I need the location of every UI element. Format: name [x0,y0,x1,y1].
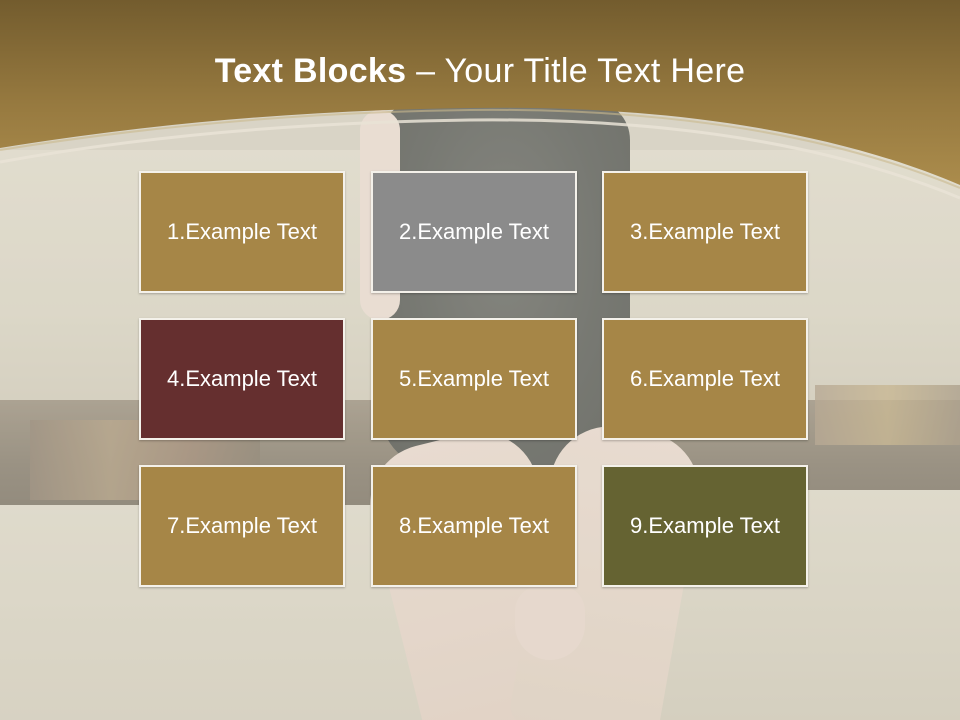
background-figure-hand [515,585,585,660]
text-block-7[interactable]: 7.Example Text [139,465,345,587]
text-block-label: 9.Example Text [629,513,780,538]
slide-title-rest: – Your Title Text Here [406,52,746,90]
text-block-label: 7.Example Text [166,513,317,538]
text-block-label: 1.Example Text [166,219,317,244]
text-block-8[interactable]: 8.Example Text [371,465,577,587]
text-block-1[interactable]: 1.Example Text [139,171,345,293]
slide-title-bold: Text Blocks [214,52,407,90]
text-block-5[interactable]: 5.Example Text [371,318,577,440]
text-block-label: 8.Example Text [398,513,549,538]
text-block-3[interactable]: 3.Example Text [602,171,808,293]
slide-title: Text Blocks – Your Title Text Here [0,52,960,91]
text-block-9[interactable]: 9.Example Text [602,465,808,587]
text-block-label: 2.Example Text [398,219,549,244]
header-band [0,0,960,200]
text-block-label: 5.Example Text [398,366,549,391]
background-books-right [815,385,960,445]
text-block-label: 3.Example Text [629,219,780,244]
text-block-2[interactable]: 2.Example Text [371,171,577,293]
text-block-label: 6.Example Text [629,366,780,391]
text-block-label: 4.Example Text [166,366,317,391]
text-block-6[interactable]: 6.Example Text [602,318,808,440]
text-block-4[interactable]: 4.Example Text [139,318,345,440]
